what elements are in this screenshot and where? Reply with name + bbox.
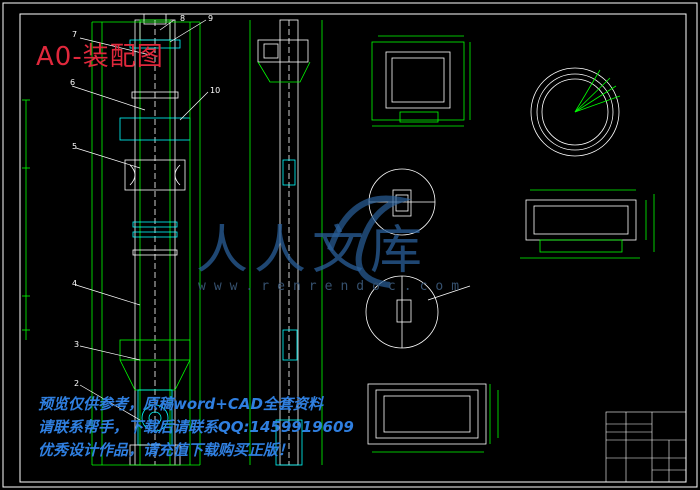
part-label-6: 6	[70, 78, 76, 87]
left-dimension-chain	[22, 99, 30, 340]
watermark-url: www.renrendoc.com	[198, 279, 468, 294]
part-label-8: 8	[180, 14, 186, 23]
part-label-2: 2	[74, 379, 80, 388]
flange-circle-view	[530, 67, 621, 157]
watermark-line-3: 优秀设计作品，请充值下载购买正版！	[38, 441, 294, 459]
part-label-10: 10	[210, 86, 221, 95]
elevator-side-view	[249, 19, 323, 466]
watermark-line-1: 预览仅供参考，原稿word+CAD全套资料	[38, 395, 323, 413]
part-label-7: 7	[72, 30, 78, 39]
title-block	[605, 411, 687, 483]
watermark-brand: 人人文库	[196, 221, 429, 281]
inner-frame	[19, 13, 687, 483]
brand-logo-mark	[327, 195, 412, 288]
leader-lines	[71, 19, 209, 421]
part-label-5: 5	[72, 142, 78, 151]
part-label-4: 4	[72, 279, 78, 288]
housing-top-view	[371, 35, 471, 127]
bolt-detail-lower	[365, 275, 471, 349]
part-label-9: 9	[208, 14, 214, 23]
part-label-3: 3	[74, 340, 80, 349]
housing-side-view	[520, 189, 655, 259]
elevator-front-view	[91, 13, 201, 466]
watermark-line-2: 请联系帮手，下载后请联系QQ:1459919609	[38, 418, 354, 436]
drawing-title: A0-装配图	[36, 42, 164, 72]
base-section-view	[367, 383, 499, 453]
